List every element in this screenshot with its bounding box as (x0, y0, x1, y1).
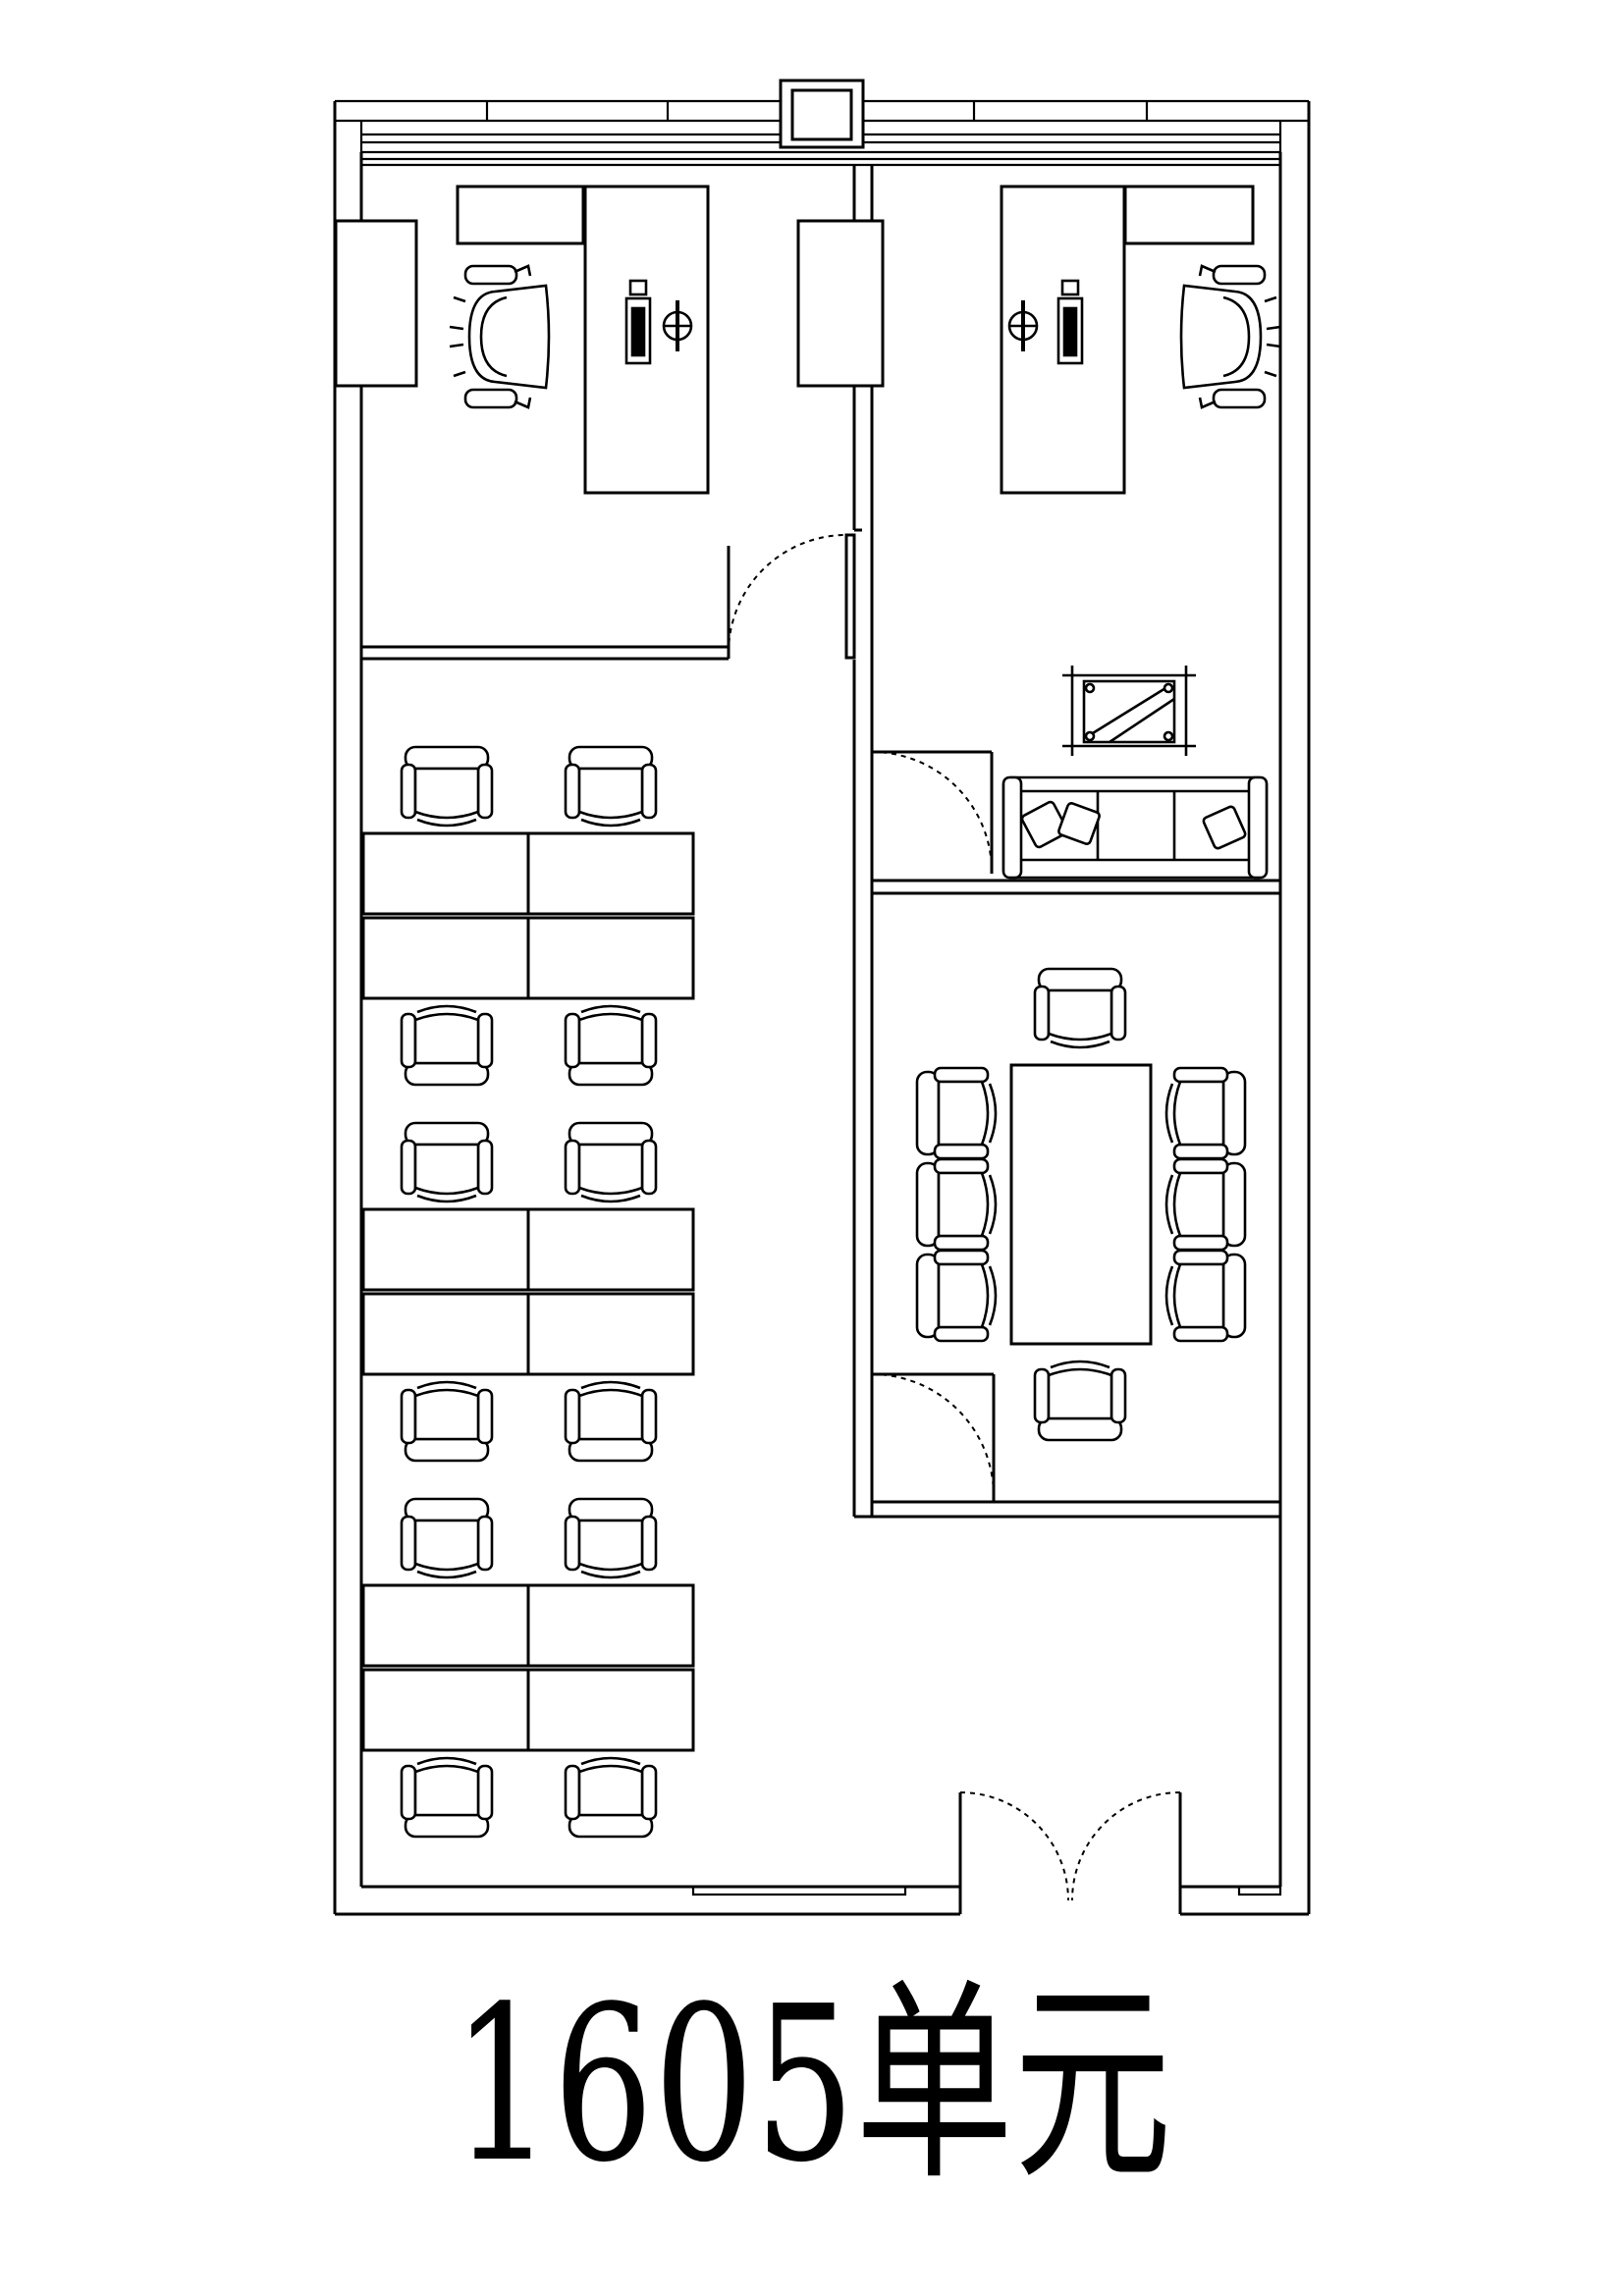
sofa-icon (1001, 775, 1269, 880)
door-swing-icon (958, 1791, 1182, 1914)
office-chair-icon (564, 1497, 658, 1579)
private-office-left (334, 185, 710, 495)
private-office-right (796, 185, 1282, 495)
office-chair-icon (400, 745, 494, 828)
door-swing-icon (727, 534, 847, 654)
desk-cluster (361, 745, 695, 1087)
office-chair-icon (400, 1121, 494, 1203)
lounge (1001, 666, 1269, 880)
desk-phone-icon (1056, 279, 1084, 365)
office-chair-icon (1164, 1066, 1247, 1160)
office-chair-icon (564, 745, 658, 828)
coffee-table (1062, 666, 1196, 756)
office-chair-icon (400, 1756, 494, 1839)
credenza (456, 185, 585, 245)
office-chair-icon (1164, 1249, 1247, 1343)
exterior-walls (333, 101, 1311, 1916)
office-chair-icon (1179, 264, 1282, 409)
office-chair-icon (915, 1157, 998, 1252)
office-chair-icon (564, 1380, 658, 1463)
office-chair-icon (564, 1004, 658, 1087)
office-chair-icon (1033, 1360, 1127, 1442)
office-chair-icon (400, 1380, 494, 1463)
desk-phone-icon (624, 279, 652, 365)
office-chair-icon (400, 1004, 494, 1087)
desk-cluster (361, 1497, 695, 1839)
office-chair-icon (1033, 967, 1127, 1049)
meeting-room (915, 967, 1247, 1442)
door-swing-icon (871, 1372, 996, 1502)
cabinet (796, 219, 885, 388)
office-chair-icon (564, 1121, 658, 1203)
door-swing-icon (871, 750, 994, 874)
open-office (361, 745, 695, 1839)
office-chair-icon (1164, 1157, 1247, 1252)
office-chair-icon (564, 1756, 658, 1839)
office-chair-icon (915, 1066, 998, 1160)
credenza (1123, 185, 1255, 245)
office-chair-icon (915, 1249, 998, 1343)
cabinet (334, 219, 418, 388)
unit-title: 1605单元 (452, 1961, 1172, 2210)
column (779, 79, 865, 149)
meeting-table (1009, 1063, 1153, 1346)
desk-cluster (361, 1121, 695, 1463)
office-chair-icon (400, 1497, 494, 1579)
office-chair-icon (448, 264, 551, 409)
